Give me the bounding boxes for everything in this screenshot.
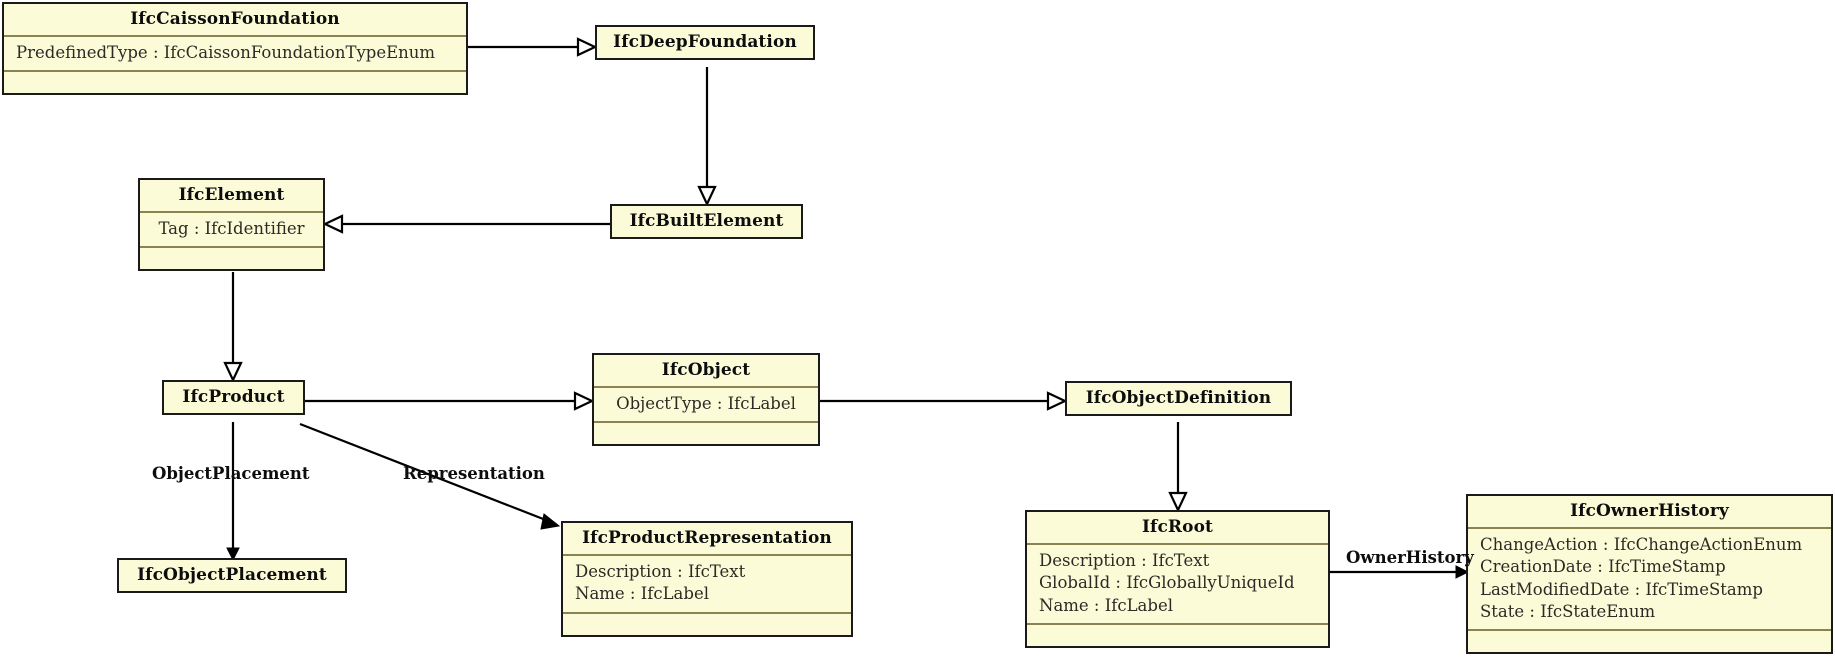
attribute-row: Name : IfcLabel bbox=[1039, 595, 1173, 615]
edge-object-to-objectdefinition bbox=[820, 391, 1068, 411]
compartment-separator bbox=[594, 386, 818, 388]
class-ifc-object-definition[interactable]: IfcObjectDefinition bbox=[1065, 381, 1292, 416]
class-ifc-product-representation[interactable]: IfcProductRepresentation Description : I… bbox=[561, 521, 853, 637]
class-ifc-deep-foundation[interactable]: IfcDeepFoundation bbox=[595, 25, 815, 60]
compartment-separator bbox=[140, 246, 323, 249]
attribute-row: State : IfcStateEnum bbox=[1480, 601, 1656, 621]
class-operations bbox=[1027, 625, 1328, 646]
compartment-separator bbox=[1027, 543, 1328, 545]
class-title: IfcObject bbox=[661, 360, 751, 380]
class-operations bbox=[563, 614, 851, 635]
attribute-row: Description : IfcText bbox=[575, 562, 746, 581]
class-ifc-object[interactable]: IfcObject ObjectType : IfcLabel bbox=[592, 353, 820, 447]
class-title: IfcObjectPlacement bbox=[137, 565, 327, 585]
class-title: IfcOwnerHistory bbox=[1570, 501, 1729, 521]
compartment-separator bbox=[4, 70, 466, 73]
class-ifc-built-element[interactable]: IfcBuiltElement bbox=[610, 204, 803, 239]
class-ifc-caisson-foundation[interactable]: IfcCaissonFoundation PredefinedType : If… bbox=[2, 2, 468, 96]
class-ifc-root[interactable]: IfcRoot Description : IfcText GlobalId :… bbox=[1025, 510, 1330, 648]
attribute-row: ObjectType : IfcLabel bbox=[616, 394, 796, 413]
attribute-row: Description : IfcText bbox=[1039, 551, 1210, 570]
class-attributes: Tag : IfcIdentifier bbox=[140, 213, 323, 246]
compartment-separator bbox=[1027, 622, 1328, 625]
attribute-row: ChangeAction : IfcChangeActionEnum bbox=[1480, 535, 1803, 554]
attribute-row: LastModifiedDate : IfcTimeStamp bbox=[1480, 579, 1763, 599]
edge-deep-to-built bbox=[697, 67, 717, 207]
compartment-separator bbox=[4, 35, 466, 37]
class-title: IfcProduct bbox=[182, 387, 285, 407]
edge-label-representation: Representation bbox=[403, 464, 545, 483]
class-title: IfcElement bbox=[178, 185, 285, 205]
class-ifc-owner-history[interactable]: IfcOwnerHistory ChangeAction : IfcChange… bbox=[1466, 494, 1833, 655]
class-title: IfcObjectDefinition bbox=[1085, 388, 1272, 408]
class-operations bbox=[140, 248, 323, 269]
attribute-row: Name : IfcLabel bbox=[575, 584, 709, 604]
class-attributes: Description : IfcText GlobalId : IfcGlob… bbox=[1027, 545, 1328, 623]
attribute-row: Tag : IfcIdentifier bbox=[158, 219, 305, 238]
class-ifc-product[interactable]: IfcProduct bbox=[162, 380, 305, 415]
class-attributes: ChangeAction : IfcChangeActionEnum Creat… bbox=[1468, 529, 1831, 629]
class-ifc-element[interactable]: IfcElement Tag : IfcIdentifier bbox=[138, 178, 325, 272]
edge-product-to-object bbox=[305, 391, 595, 411]
edge-built-to-element bbox=[322, 214, 610, 234]
compartment-separator bbox=[563, 554, 851, 556]
class-operations bbox=[4, 72, 466, 93]
edge-root-to-ownerhistory bbox=[1330, 565, 1470, 579]
edge-caisson-to-deep bbox=[468, 37, 598, 57]
class-operations bbox=[594, 423, 818, 444]
class-title: IfcCaissonFoundation bbox=[130, 9, 340, 29]
edge-label-owner-history: OwnerHistory bbox=[1346, 548, 1474, 567]
attribute-row: GlobalId : IfcGloballyUniqueId bbox=[1039, 573, 1295, 593]
class-title: IfcBuiltElement bbox=[629, 211, 784, 231]
edge-product-to-objectplacement bbox=[226, 422, 240, 562]
class-title: IfcProductRepresentation bbox=[582, 528, 832, 548]
edge-element-to-product bbox=[223, 272, 243, 383]
compartment-separator bbox=[563, 611, 851, 614]
class-title: IfcDeepFoundation bbox=[613, 32, 797, 52]
compartment-separator bbox=[1468, 527, 1831, 529]
class-ifc-object-placement[interactable]: IfcObjectPlacement bbox=[117, 558, 347, 593]
attribute-row: CreationDate : IfcTimeStamp bbox=[1480, 557, 1726, 577]
edge-objectdefinition-to-root bbox=[1168, 422, 1188, 513]
compartment-separator bbox=[140, 211, 323, 213]
compartment-separator bbox=[594, 421, 818, 424]
class-attributes: PredefinedType : IfcCaissonFoundationTyp… bbox=[4, 37, 466, 70]
class-operations bbox=[1468, 631, 1831, 652]
edge-label-object-placement: ObjectPlacement bbox=[152, 464, 310, 483]
class-attributes: Description : IfcText Name : IfcLabel bbox=[563, 556, 851, 612]
attribute-row: PredefinedType : IfcCaissonFoundationTyp… bbox=[16, 43, 436, 62]
compartment-separator bbox=[1468, 629, 1831, 632]
class-title: IfcRoot bbox=[1142, 517, 1213, 537]
class-attributes: ObjectType : IfcLabel bbox=[594, 388, 818, 421]
